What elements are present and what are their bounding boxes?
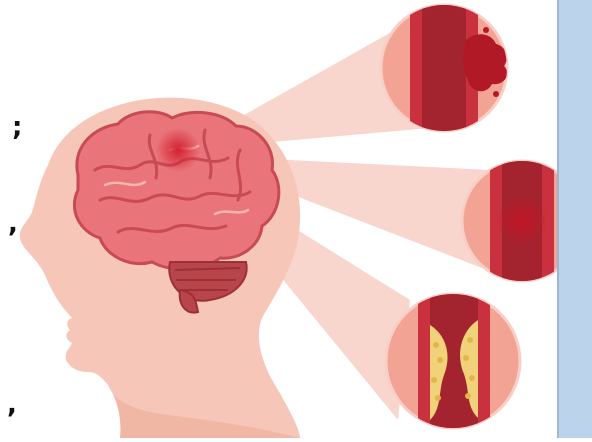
text-fragment-comma-2: , <box>7 392 17 418</box>
text-fragment-semicolon: ; <box>12 114 22 140</box>
side-panel <box>557 0 592 438</box>
stroke-spot <box>156 128 200 172</box>
inset-plaque <box>386 290 520 438</box>
text-fragment-comma-1: , <box>8 211 18 237</box>
